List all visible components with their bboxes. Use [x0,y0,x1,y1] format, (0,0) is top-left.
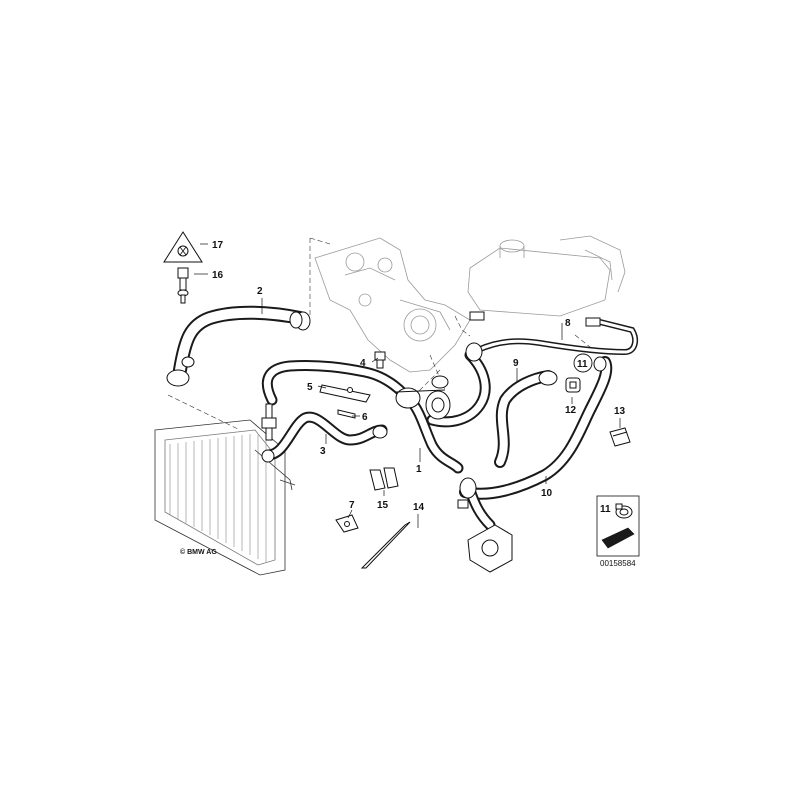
callout-14: 14 [413,502,425,513]
clip-icon [565,377,581,393]
clamp-icon [609,427,631,447]
bracket-icon [319,384,371,403]
engine-block-outline [314,237,471,373]
callout-12: 12 [565,405,577,416]
screw-icon [337,409,356,419]
callout-10: 10 [541,488,553,499]
water-pump-icon [457,477,513,573]
callout-11-circle [573,353,593,373]
callout-2: 2 [257,286,263,297]
thermostat-housing-icon [395,375,451,420]
drawing-number: 00158584 [600,559,636,568]
callout-13: 13 [614,406,626,417]
hoses [173,305,639,531]
callout-leaders [194,243,621,528]
callout-15: 15 [377,500,389,511]
hose-clamp-icon [615,503,633,519]
callout-11: 11 [577,359,588,370]
callout-16: 16 [212,270,224,281]
fittings [163,231,631,573]
double-clip-icon [369,467,399,491]
mount-bracket-icon [335,514,359,533]
warning-triangle-icon [163,231,203,263]
expansion-tank-outline [467,235,626,317]
callout-labels: 17 16 2 4 5 6 3 1 8 9 11 12 13 10 7 15 1… [212,240,626,513]
arrow-icon [601,527,635,549]
callout-3: 3 [320,446,326,457]
callout-7: 7 [349,500,355,511]
cable-tie-icon [360,521,411,569]
legend-number: 11 [600,504,611,515]
legend-box: 11 00158584 [596,495,640,568]
radiator [154,419,296,576]
callout-9: 9 [513,358,519,369]
plug-icon [374,351,386,369]
callout-8: 8 [565,318,571,329]
callout-4: 4 [360,358,366,369]
callout-17: 17 [212,240,224,251]
callout-1: 1 [416,464,422,475]
bleed-screw-icon [177,267,189,304]
callout-6: 6 [362,412,368,423]
dashed-leaders [167,237,601,431]
copyright: © BMW AG [180,548,217,556]
callout-5: 5 [307,382,313,393]
hose-connector-icon [465,311,601,362]
tee-fitting-icon [261,403,277,463]
